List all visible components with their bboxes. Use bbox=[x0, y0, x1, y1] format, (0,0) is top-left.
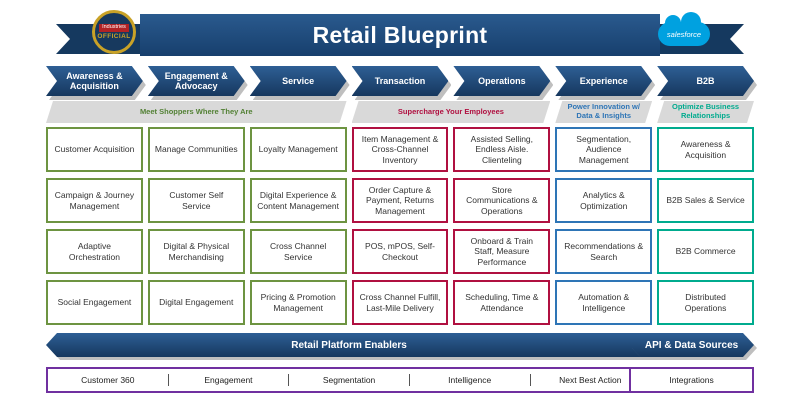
stage-header-row: Awareness & Acquisition Engagement & Adv… bbox=[46, 66, 754, 96]
capability-box: Social Engagement bbox=[46, 280, 143, 325]
platform-foundation-box: Customer 360 Engagement Segmentation Int… bbox=[46, 367, 653, 393]
capability-box: Segmentation, Audience Management bbox=[555, 127, 653, 172]
capability-box: Store Communications & Operations bbox=[453, 178, 551, 223]
capability-box: Campaign & Journey Management bbox=[46, 178, 143, 223]
foundation-item: Segmentation bbox=[322, 375, 376, 385]
capability-box: Cross Channel Service bbox=[249, 229, 347, 274]
capability-box: Awareness & Acquisition bbox=[657, 127, 754, 172]
stage-header-service: Service bbox=[250, 66, 347, 96]
capability-box: Assisted Selling, Endless Aisle. Cliente… bbox=[453, 127, 551, 172]
group-label-row: Meet Shoppers Where They Are Supercharge… bbox=[46, 101, 754, 123]
stage-header-engagement-advocacy: Engagement & Advocacy bbox=[148, 66, 245, 96]
foundation-item: Customer 360 bbox=[81, 375, 135, 385]
group-label-innovation: Power Innovation w/ Data & Insights bbox=[555, 101, 652, 123]
capability-box: Digital Experience & Content Management bbox=[249, 178, 347, 223]
page-title: Retail Blueprint bbox=[312, 21, 488, 48]
capability-box: Item Management & Cross-Channel Inventor… bbox=[351, 127, 449, 172]
retail-platform-enablers-bar: Retail Platform Enablers bbox=[46, 333, 652, 357]
foundation-item: Intelligence bbox=[448, 375, 492, 385]
api-data-sources-bar: API & Data Sources bbox=[629, 333, 754, 357]
official-badge-icon: Industries OFFICIAL bbox=[92, 10, 136, 54]
divider bbox=[408, 374, 410, 386]
stage-header-operations: Operations bbox=[453, 66, 550, 96]
capability-box: Onboard & Train Staff, Measure Performan… bbox=[453, 229, 551, 274]
capability-box: B2B Sales & Service bbox=[657, 178, 754, 223]
badge-official-label: OFFICIAL bbox=[97, 32, 131, 40]
divider bbox=[167, 374, 169, 386]
capability-box: Cross Channel Fulfill, Last-Mile Deliver… bbox=[351, 280, 449, 325]
foundation-item: Next Best Action bbox=[559, 375, 622, 385]
integrations-box: Integrations bbox=[629, 367, 754, 393]
stage-header-transaction: Transaction bbox=[352, 66, 449, 96]
capability-box: Loyalty Management bbox=[249, 127, 347, 172]
capability-box: Adaptive Orchestration bbox=[46, 229, 143, 274]
group-label-shoppers: Meet Shoppers Where They Are bbox=[46, 101, 347, 123]
stage-header-experience: Experience bbox=[555, 66, 652, 96]
capability-box: Pricing & Promotion Management bbox=[249, 280, 347, 325]
badge-industries-label: Industries bbox=[99, 24, 129, 32]
divider bbox=[529, 374, 531, 386]
capability-box: Order Capture & Payment, Returns Managem… bbox=[351, 178, 449, 223]
capability-box: Customer Acquisition bbox=[46, 127, 143, 172]
divider bbox=[288, 374, 290, 386]
capability-box: Manage Communities bbox=[147, 127, 245, 172]
group-label-employees: Supercharge Your Employees bbox=[352, 101, 551, 123]
foundation-item: Engagement bbox=[204, 375, 253, 385]
capability-box: Customer Self Service bbox=[147, 178, 245, 223]
capability-box: Digital & Physical Merchandising bbox=[147, 229, 245, 274]
capability-box: Distributed Operations bbox=[657, 280, 754, 325]
capability-grid: Customer Acquisition Campaign & Journey … bbox=[46, 127, 754, 325]
stage-header-awareness-acquisition: Awareness & Acquisition bbox=[46, 66, 143, 96]
top-banner: Retail Blueprint Industries OFFICIAL sal… bbox=[0, 6, 800, 58]
banner-ribbon: Retail Blueprint bbox=[140, 14, 660, 56]
capability-box: Recommendations & Search bbox=[555, 229, 653, 274]
enabler-row: Retail Platform Enablers API & Data Sour… bbox=[46, 333, 754, 357]
group-label-business-relationships: Optimize Business Relationships bbox=[657, 101, 754, 123]
capability-box: Analytics & Optimization bbox=[555, 178, 653, 223]
capability-box: B2B Commerce bbox=[657, 229, 754, 274]
capability-box: Automation & Intelligence bbox=[555, 280, 653, 325]
stage-header-b2b: B2B bbox=[657, 66, 754, 96]
salesforce-logo-icon: salesforce bbox=[658, 12, 710, 46]
capability-box: Scheduling, Time & Attendance bbox=[453, 280, 551, 325]
salesforce-logo-text: salesforce bbox=[666, 29, 702, 39]
foundation-row: Customer 360 Engagement Segmentation Int… bbox=[46, 367, 754, 393]
capability-box: Digital Engagement bbox=[147, 280, 245, 325]
capability-box: POS, mPOS, Self-Checkout bbox=[351, 229, 449, 274]
